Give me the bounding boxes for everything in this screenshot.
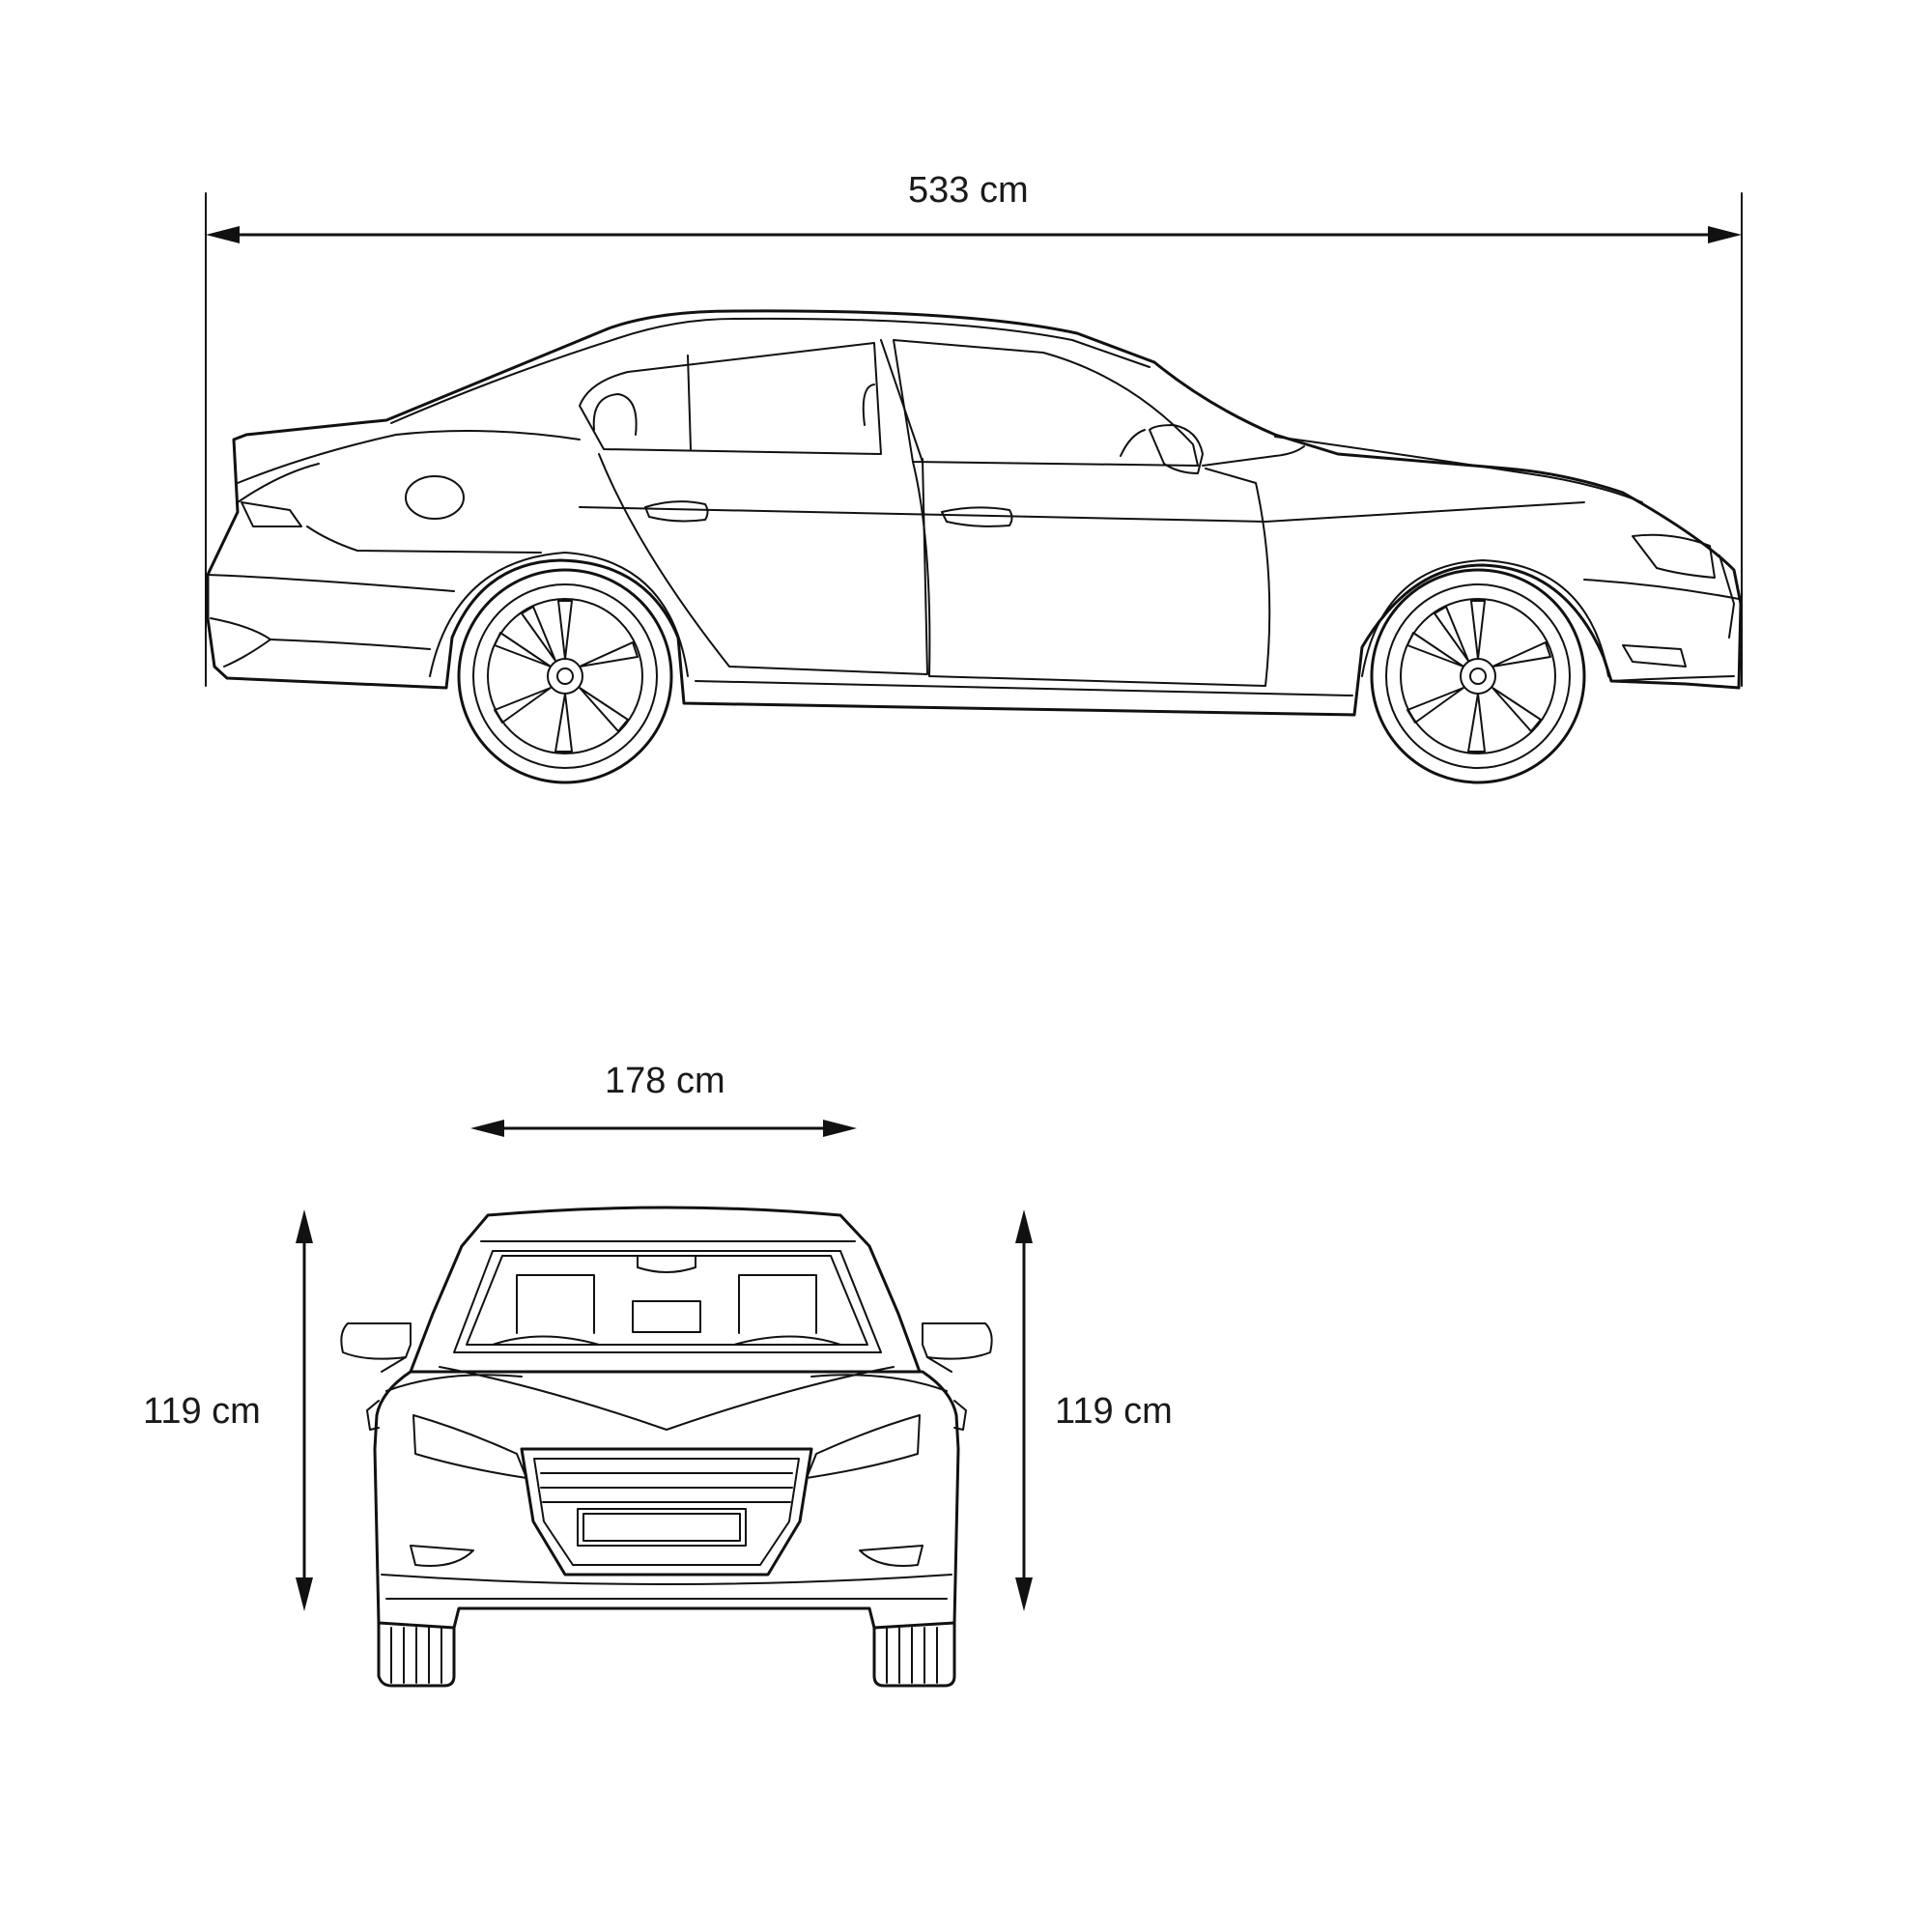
rear-wheel — [457, 568, 673, 784]
rear-door — [598, 453, 928, 675]
width-dimension-line — [470, 1120, 857, 1137]
front-roof-outline — [409, 1206, 922, 1374]
front-headlight-right — [806, 1414, 921, 1479]
front-wheel — [1370, 568, 1586, 784]
side-mirror — [1149, 424, 1204, 474]
height-label-left: 119 cm — [143, 1391, 261, 1432]
height-label-right: 119 cm — [1055, 1391, 1173, 1432]
side-body-outline — [206, 309, 1743, 717]
rear-door-handle — [644, 500, 709, 523]
front-window — [893, 339, 1199, 467]
length-dimension-line — [205, 192, 1743, 687]
front-right-tire — [872, 1621, 956, 1688]
length-label: 533 cm — [908, 170, 1029, 211]
side-view-car — [206, 309, 1743, 784]
front-door-handle — [941, 506, 1013, 527]
width-label: 178 cm — [605, 1061, 725, 1101]
front-left-tire — [377, 1621, 456, 1688]
front-body-outline — [373, 1370, 960, 1630]
windshield — [453, 1250, 882, 1353]
right-mirror — [922, 1322, 993, 1360]
left-mirror — [340, 1322, 412, 1360]
front-view-car — [340, 1206, 993, 1688]
height-dimension-line-left — [296, 1209, 313, 1611]
front-door — [912, 461, 1271, 687]
front-headlight-left — [412, 1414, 527, 1479]
front-grille — [520, 1447, 813, 1577]
headlight — [1632, 533, 1716, 579]
rear-window — [579, 342, 882, 455]
license-plate — [577, 1508, 747, 1547]
height-dimension-line-right — [1015, 1209, 1033, 1611]
